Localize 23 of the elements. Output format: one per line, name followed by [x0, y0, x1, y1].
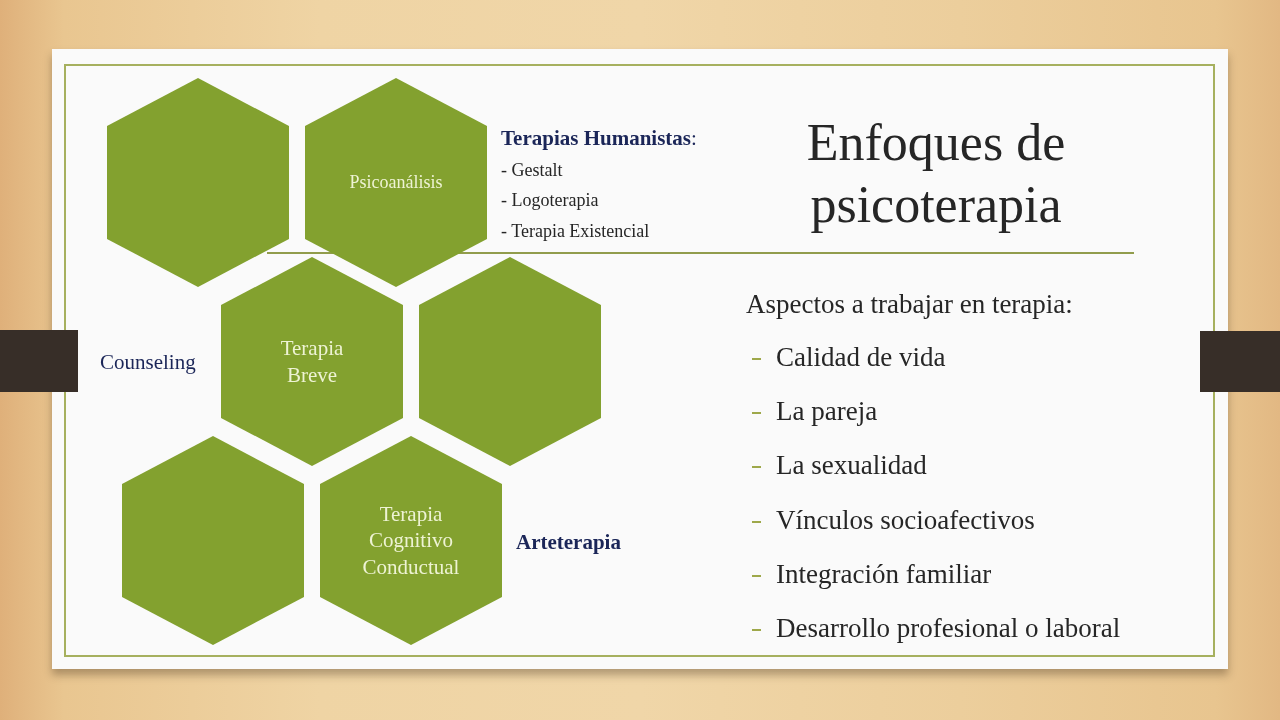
hexagon-tile — [305, 78, 487, 287]
list-item: La sexualidad — [776, 449, 927, 482]
section-heading: Terapias Humanistas: — [501, 125, 697, 151]
list-item: - Terapia Existencial — [501, 220, 650, 242]
side-label: Arteterapia — [516, 529, 621, 555]
hexagon-tile — [107, 78, 289, 287]
list-heading: Aspectos a trabajar en terapia: — [746, 288, 1073, 320]
list-item: - Logoterapia — [501, 189, 599, 211]
list-item: Vínculos socioafectivos — [776, 503, 1035, 536]
list-item: - Gestalt — [501, 159, 563, 181]
side-label: Counseling — [100, 349, 196, 375]
hexagon-tile — [122, 436, 304, 645]
hexagon-label: Psicoanálisis — [349, 171, 443, 194]
hexagon-tile — [221, 257, 403, 466]
list-item: Calidad de vida — [776, 341, 946, 373]
list-item: Desarrollo profesional o laboral — [776, 612, 1121, 644]
slide-title: Enfoques de psicoterapia — [805, 113, 1067, 235]
hexagon-label: Terapia Breve — [279, 335, 345, 388]
list-item: Integración familiar — [776, 557, 992, 590]
hexagon-label: Terapia Cognitivo Conductual — [361, 501, 461, 580]
hexagon-tile — [419, 257, 601, 466]
hexagon-tile — [320, 436, 502, 645]
list-item: La pareja — [776, 395, 878, 428]
